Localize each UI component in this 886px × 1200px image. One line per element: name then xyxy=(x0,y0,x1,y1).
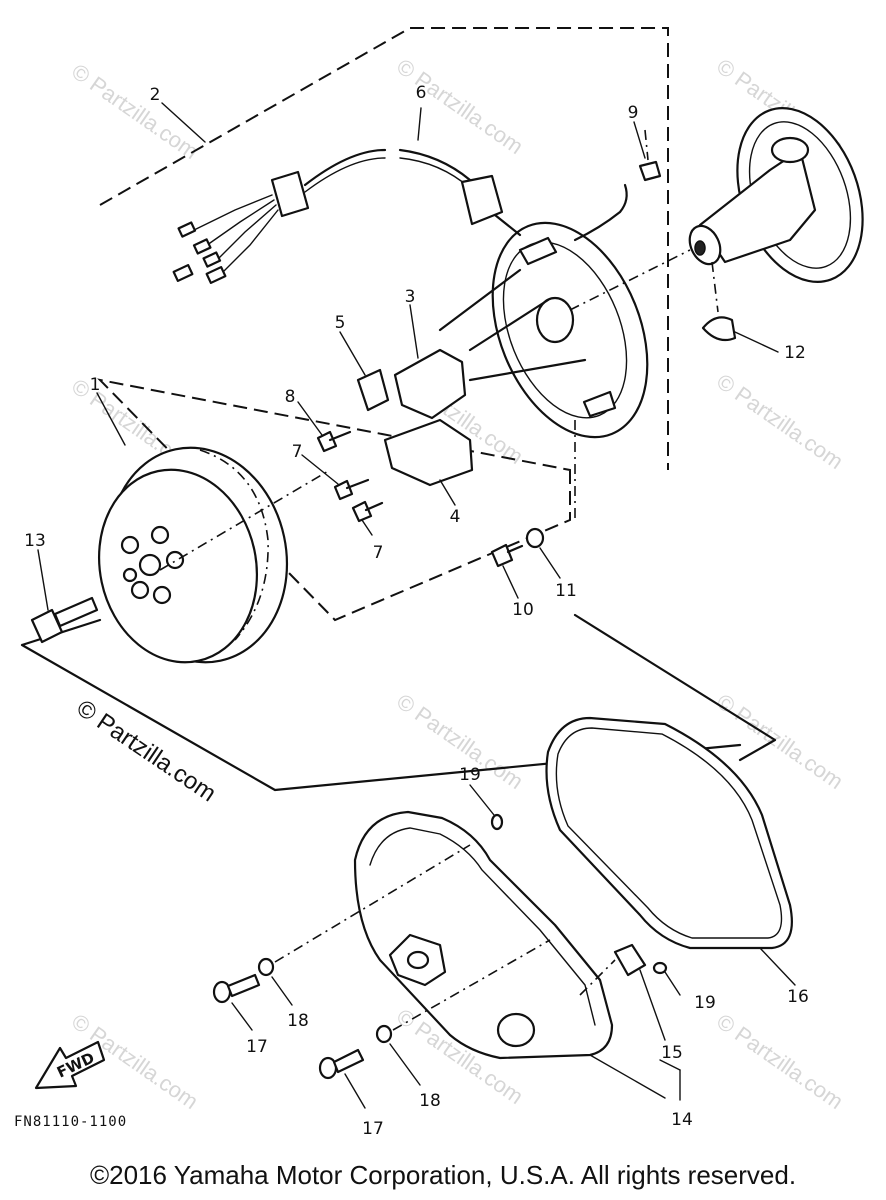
pickup-coil xyxy=(393,348,467,420)
callout-6: 6 xyxy=(416,83,427,103)
callout-16: 16 xyxy=(787,987,809,1007)
watermark: © Partzilla.com xyxy=(392,54,528,160)
callout-13: 13 xyxy=(24,531,46,551)
wire-harness xyxy=(172,148,628,285)
callout-1: 1 xyxy=(90,375,101,395)
callout-9: 9 xyxy=(628,103,639,123)
callout-14: 14 xyxy=(671,1110,693,1130)
key-alignment-line xyxy=(711,261,719,313)
callout-7a: 7 xyxy=(292,442,303,462)
forward-arrow-icon: FWD xyxy=(34,1040,106,1090)
stator-base-plate xyxy=(438,221,649,439)
callout-10: 10 xyxy=(512,600,534,620)
callout-17a: 17 xyxy=(246,1037,268,1057)
dowel-19b xyxy=(652,961,668,975)
bolt-17b xyxy=(318,1048,365,1080)
callout-2: 2 xyxy=(150,85,161,105)
bushing-axis-line xyxy=(579,959,616,996)
bolt-axis-line xyxy=(274,844,471,963)
washer-11 xyxy=(525,527,545,549)
hub-axis-line xyxy=(569,249,691,311)
bracket-5 xyxy=(356,368,390,412)
callout-12: 12 xyxy=(784,343,806,363)
flywheel xyxy=(97,446,289,664)
stator-assembly-boundary xyxy=(97,27,669,622)
washer-18b xyxy=(375,1024,393,1044)
woodruff-key xyxy=(701,316,737,342)
callout-17b: 17 xyxy=(362,1119,384,1139)
screw-7a xyxy=(333,478,370,501)
callout-19a: 19 xyxy=(459,765,481,785)
callout-11: 11 xyxy=(555,581,577,601)
bushing-15 xyxy=(613,943,647,977)
callout-15: 15 xyxy=(661,1043,683,1063)
copyright-notice: ©2016 Yamaha Motor Corporation, U.S.A. A… xyxy=(89,1160,797,1190)
watermark: © Partzilla.com xyxy=(712,1009,848,1115)
screw-7b xyxy=(351,500,384,523)
callout-5: 5 xyxy=(335,313,346,333)
callout-19b: 19 xyxy=(694,993,716,1013)
washer-18a xyxy=(257,957,275,977)
callout-18b: 18 xyxy=(419,1091,441,1111)
flywheel-bolt xyxy=(30,596,99,644)
dowel-19a xyxy=(490,813,504,831)
cover-gasket xyxy=(545,716,793,950)
bolt-10 xyxy=(490,543,524,568)
partzilla-watermark: © Partzilla.com xyxy=(72,695,221,808)
callout-3: 3 xyxy=(405,287,416,307)
rotor-hub xyxy=(688,107,864,283)
gasket-inner-edge xyxy=(555,727,783,939)
charge-coil xyxy=(383,418,474,487)
bolt-axis-line xyxy=(392,939,551,1031)
watermark: © Partzilla.com xyxy=(67,59,203,165)
callout-7b: 7 xyxy=(373,543,384,563)
callout-4: 4 xyxy=(450,507,461,527)
callouts: 2 6 9 3 5 8 7 7 4 1 13 10 11 12 19 19 15… xyxy=(24,83,809,1139)
callout-18a: 18 xyxy=(287,1011,309,1031)
callout-8: 8 xyxy=(285,387,296,407)
leader-lines xyxy=(37,102,796,1109)
diagram-code: FN81110-1100 xyxy=(14,1114,127,1130)
screw-8 xyxy=(316,430,352,453)
bolt-17a xyxy=(212,973,261,1004)
watermark: © Partzilla.com xyxy=(712,369,848,475)
bolt-9 xyxy=(638,129,662,182)
generator-cover xyxy=(353,810,614,1060)
